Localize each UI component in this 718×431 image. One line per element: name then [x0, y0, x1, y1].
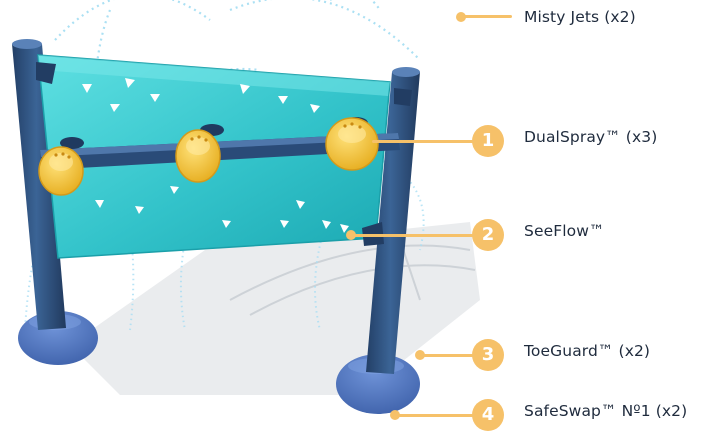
- feature-badge-4: 4: [472, 399, 504, 431]
- misty-jets-pointer-line: [464, 15, 512, 18]
- toeguard-pointer-dot: [415, 350, 425, 360]
- seeflow-pointer-dot: [346, 230, 356, 240]
- feature-label-safeswap: SafeSwap™ Nº1 (x2): [524, 402, 687, 420]
- feature-label-toeguard: ToeGuard™ (x2): [524, 342, 650, 360]
- feature-badge-1: 1: [472, 125, 504, 157]
- feature-label-dualspray: DualSpray™ (x3): [524, 128, 657, 146]
- feature-badge-3: 3: [472, 339, 504, 371]
- safeswap-pointer-dot: [390, 410, 400, 420]
- dualspray-nozzle-2: [176, 130, 220, 182]
- feature-label-seeflow: SeeFlow™: [524, 222, 605, 240]
- seeflow-pointer-line: [352, 234, 482, 237]
- safeswap-pointer-line: [396, 414, 482, 417]
- feature-badge-2: 2: [472, 219, 504, 251]
- feature-label-misty-jets: Misty Jets (x2): [524, 8, 636, 26]
- dualspray-nozzle-1: [39, 147, 83, 195]
- dualspray-nozzle-3: [326, 118, 378, 170]
- dualspray-pointer-line: [372, 140, 482, 143]
